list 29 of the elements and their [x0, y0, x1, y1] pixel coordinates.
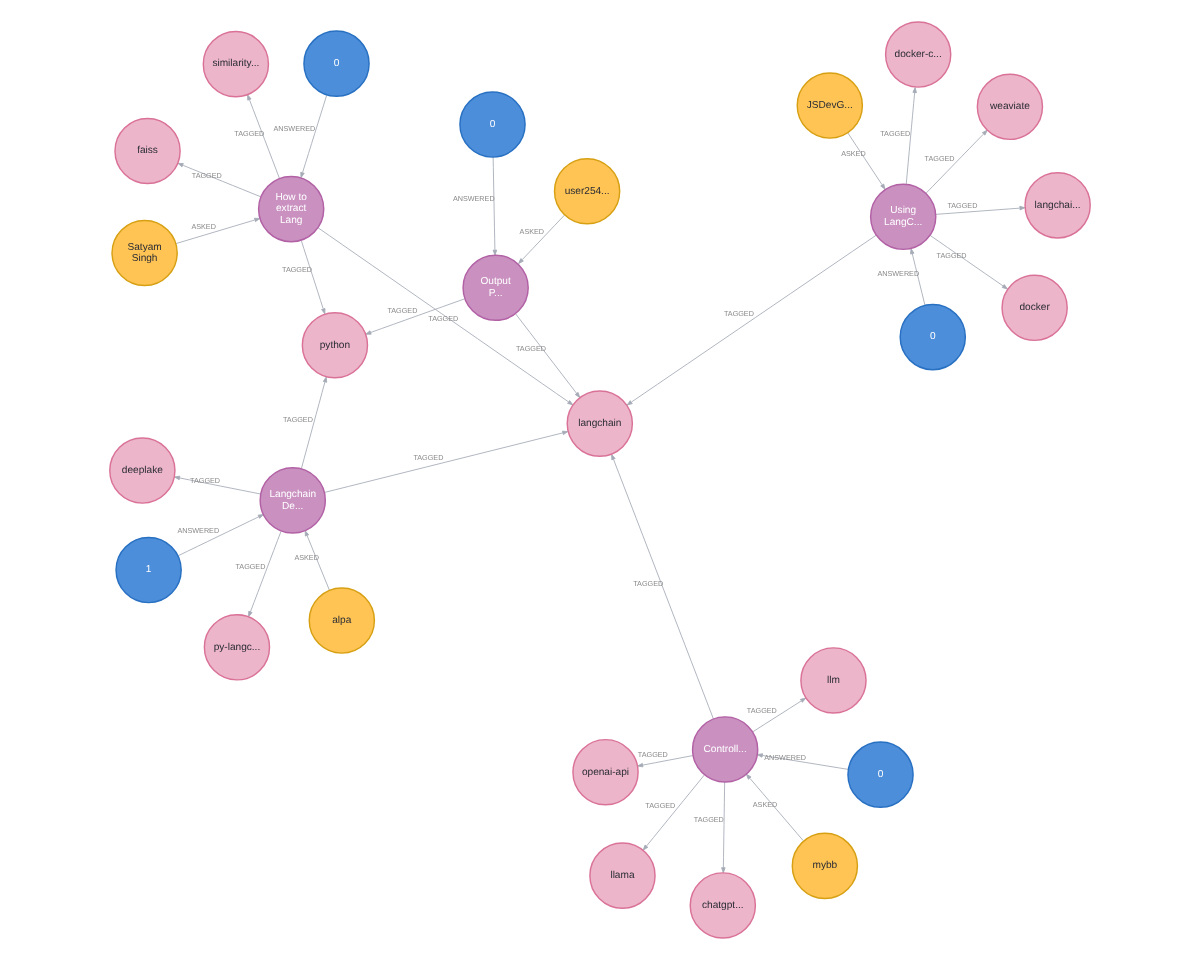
arrow [752, 697, 807, 733]
arrow [300, 376, 328, 470]
arrow [248, 531, 282, 618]
arrow [930, 235, 1008, 290]
arrow [365, 298, 466, 335]
arrow [910, 248, 926, 306]
arrow [642, 774, 705, 851]
arrow [304, 530, 330, 591]
arrow [174, 475, 261, 495]
arrow [492, 156, 498, 256]
arrow [518, 214, 565, 264]
arrow [721, 781, 726, 874]
arrow [300, 240, 326, 315]
arrow [175, 217, 261, 244]
arrow [317, 227, 574, 406]
arrow [925, 129, 988, 194]
arrow [515, 313, 581, 398]
arrow [178, 514, 264, 557]
arrow [247, 94, 280, 179]
arrow [300, 94, 328, 179]
arrow [626, 234, 877, 406]
arrow [905, 87, 917, 185]
arrow [177, 162, 262, 198]
arrow [935, 205, 1026, 215]
arrow [745, 773, 804, 842]
arrow [847, 132, 886, 190]
arrow [324, 430, 569, 493]
arrow [611, 454, 714, 720]
arrow [637, 755, 694, 768]
